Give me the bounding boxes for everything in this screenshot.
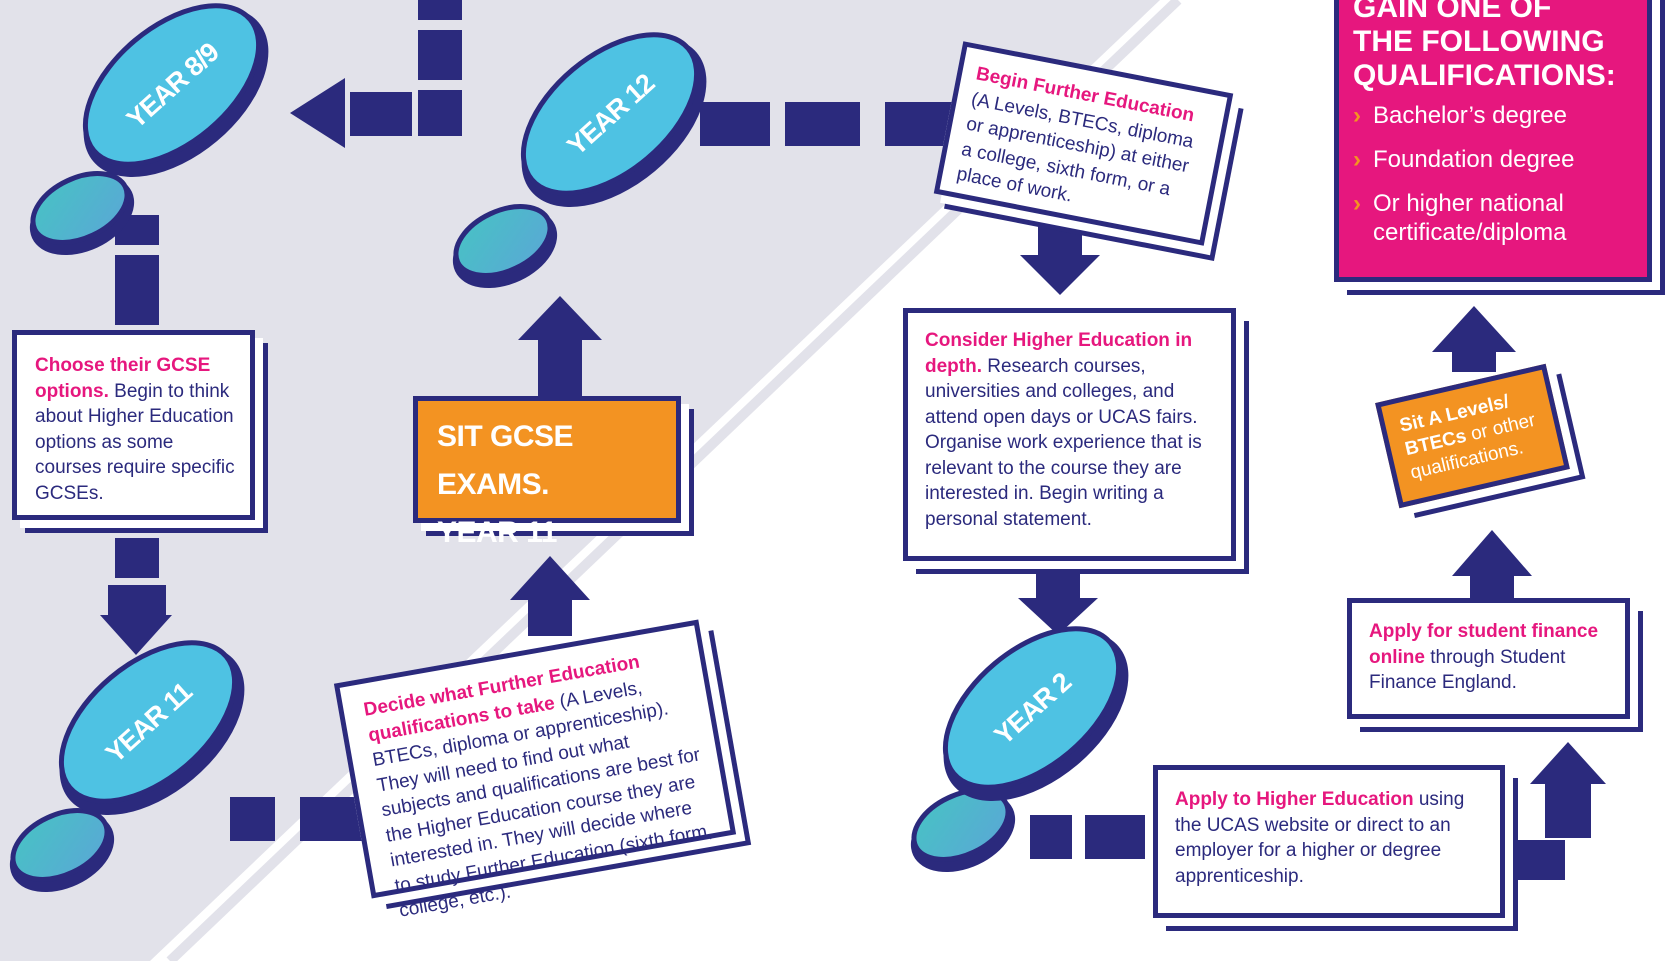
consider-he-text: Research courses, universities and colle… <box>925 355 1202 530</box>
gcse-options-text: Begin to think about Higher Education op… <box>35 380 235 504</box>
qualifications-list: › Bachelor’s degree › Foundation degree › O… <box>1353 101 1635 247</box>
qualification-item: › Bachelor’s degree <box>1353 101 1635 130</box>
card-gcse-options: Choose their GCSE options. Begin to thin… <box>12 330 255 520</box>
qualification-item: › Or higher national certificate/diploma <box>1353 189 1635 247</box>
shoe-year-12: YEAR 12 <box>452 32 707 289</box>
qualifications-heading-line1: GAIN ONE OF <box>1353 0 1552 24</box>
shoe-year-11: YEAR 11 <box>9 640 245 893</box>
apply-he-text: using the UCAS website or direct to an e… <box>1175 789 1465 887</box>
chevron-right-icon: › <box>1353 146 1361 173</box>
chevron-right-icon: › <box>1353 190 1361 217</box>
qualification-item: › Foundation degree <box>1353 145 1635 174</box>
apply-finance-highlight: Apply for student finance online <box>1369 621 1599 668</box>
apply-he-highlight: Apply to Higher Education <box>1175 789 1414 810</box>
card-sit-gcse: SIT GCSE EXAMS. YEAR 11 <box>413 396 681 549</box>
card-qualifications: GAIN ONE OF THE FOLLOWING QUALIFICATIONS… <box>1334 0 1652 282</box>
qualifications-heading-line3: QUALIFICATIONS: <box>1353 59 1616 92</box>
qualification-text: Foundation degree <box>1373 146 1575 173</box>
shoe-year-8-9: YEAR 8/9 <box>29 3 269 256</box>
qualifications-heading-line2: THE FOLLOWING <box>1353 25 1605 58</box>
card-consider-he: Consider Higher Education in depth. Rese… <box>903 308 1236 561</box>
sit-gcse-line1: SIT GCSE EXAMS. <box>437 420 574 501</box>
gcse-options-highlight: Choose their GCSE options. <box>35 355 211 402</box>
card-apply-finance: Apply for student finance online through… <box>1347 598 1630 719</box>
card-apply-he: Apply to Higher Education using the UCAS… <box>1153 765 1505 918</box>
shoe-year-2: YEAR 2 <box>910 626 1129 873</box>
qualification-text: Bachelor’s degree <box>1373 102 1567 129</box>
sit-gcse-line2: YEAR 11 <box>437 516 557 549</box>
chevron-right-icon: › <box>1353 102 1361 129</box>
qualification-text: Or higher national certificate/diploma <box>1373 190 1567 246</box>
connectors <box>100 0 1606 880</box>
apply-finance-text: through Student Finance England. <box>1369 646 1566 694</box>
consider-he-highlight: Consider Higher Education in depth. <box>925 330 1193 377</box>
